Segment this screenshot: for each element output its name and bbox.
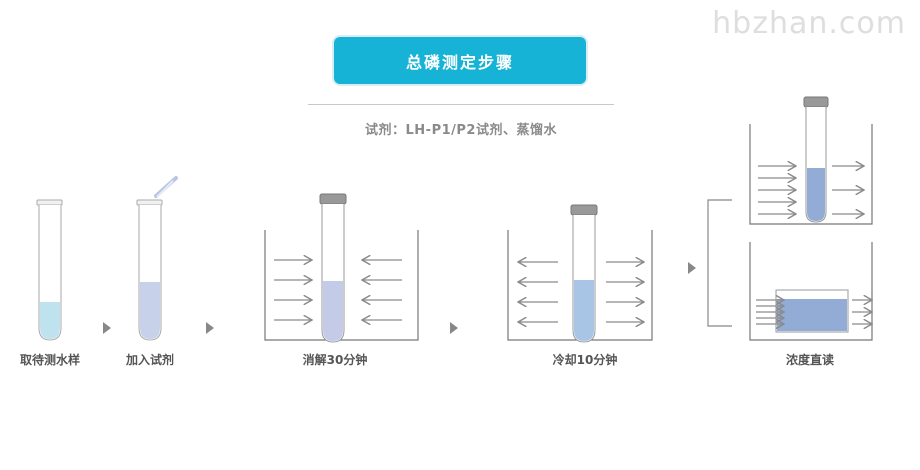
sample-tube: [36, 199, 63, 341]
step-arrow-icon: [103, 322, 111, 334]
step-label-cool: 冷却10分钟: [552, 353, 618, 367]
digestion-bath: [264, 193, 419, 343]
reagent-note: 试剂：LH-P1/P2试剂、蒸馏水: [365, 123, 557, 138]
step-label-read: 浓度直读: [785, 353, 834, 367]
cooling-bath: [507, 204, 653, 343]
step-arrow-icon: [688, 262, 696, 274]
step-arrow-icon: [206, 322, 214, 334]
reagent-tube: [136, 176, 178, 341]
reading-chamber-tube: [749, 96, 873, 225]
reading-chamber-cuvette: [749, 242, 872, 341]
step-label-add-reagent: 加入试剂: [125, 353, 174, 367]
step-arrow-icon: [450, 322, 458, 334]
page-title: 总磷测定步骤: [334, 37, 586, 84]
step-label-digest: 消解30分钟: [302, 353, 368, 367]
step-label-sample: 取待测水样: [19, 353, 80, 367]
title-divider: [308, 104, 614, 105]
watermark: hbzhan.com: [712, 6, 906, 41]
bracket: [707, 199, 732, 327]
